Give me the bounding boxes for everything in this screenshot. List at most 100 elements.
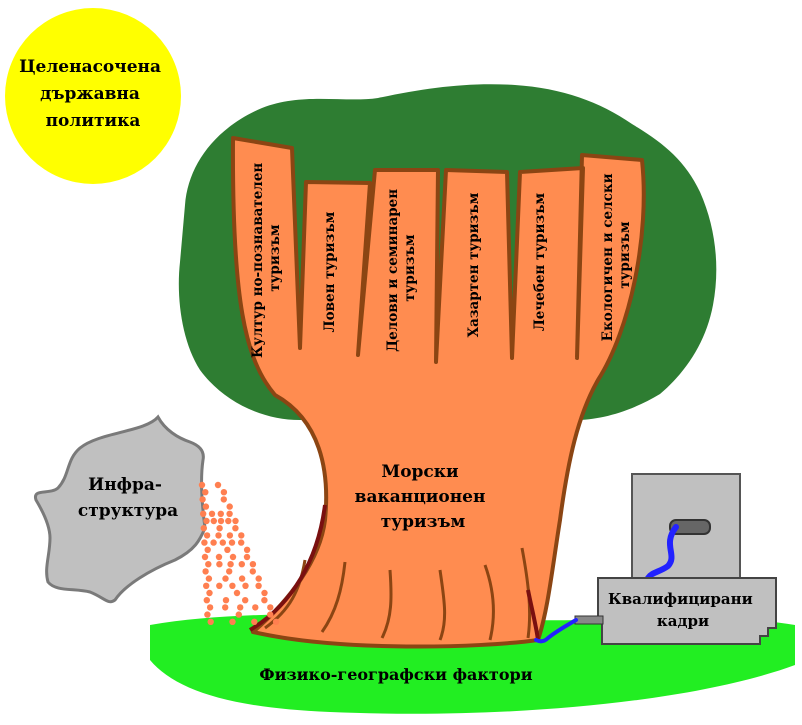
infrastructure-dot	[200, 525, 207, 532]
infrastructure-dot	[255, 575, 262, 582]
infrastructure-dot	[202, 568, 209, 575]
infrastructure-dot	[238, 532, 245, 539]
infrastructure-dot	[202, 489, 209, 496]
svg-text:Делови и семинарен туриз: Делови и семинарен туризъм	[385, 184, 418, 352]
infrastructure-dot	[251, 618, 258, 625]
infrastructure-dot	[201, 553, 209, 561]
svg-text:Ловен туризъм: Ловен туризъм	[322, 211, 338, 332]
infrastructure-dot	[206, 604, 214, 611]
infrastructure-dot	[267, 604, 274, 611]
infrastructure-dot	[229, 553, 237, 561]
infrastructure-dot	[229, 582, 236, 589]
water-stream-pipe	[534, 618, 578, 644]
branch-label-6-line-1: Екологичен и селски	[600, 173, 616, 341]
trunk-root-lines	[264, 547, 532, 641]
infrastructure-dot	[215, 553, 223, 561]
infrastructure-dot	[217, 510, 224, 517]
trunk-label-line-2: ваканционен	[355, 487, 486, 507]
infrastructure-dot	[237, 604, 244, 611]
infrastructure-dot	[216, 582, 223, 589]
svg-text:Инфра- структура: Инфра- структура	[78, 475, 178, 521]
infrastructure-dot	[243, 553, 251, 561]
infrastructure-dot	[238, 575, 246, 582]
infrastructure-dot	[205, 561, 212, 568]
infrastructure-dot	[226, 568, 233, 575]
svg-text:Квалифицирани кадри: Квалифицирани кадри	[608, 590, 758, 630]
infrastructure-dot	[249, 561, 257, 568]
infrastructure-dot	[272, 618, 280, 625]
svg-text:Хазартен туризъм: Хазартен туризъм	[466, 192, 482, 337]
infrastructure-dot	[214, 481, 222, 489]
infrastructure-dot	[210, 517, 217, 525]
infrastructure-dot	[261, 589, 268, 597]
branch-label-4-line-1: Хазартен туризъм	[466, 192, 482, 337]
infrastructure-dot	[205, 575, 213, 582]
infrastructure-dot	[204, 546, 211, 553]
infrastructure-dot	[232, 517, 239, 525]
machine-faucet	[669, 519, 711, 535]
machine-pipe	[574, 615, 604, 625]
infrastructure-dot	[219, 539, 226, 546]
branch-label-1-line-2: туризъм	[267, 224, 283, 291]
sun-label-line-2: държавна	[40, 84, 140, 104]
water-stream-tank	[645, 524, 679, 581]
infrastructure-dot	[243, 546, 251, 553]
infrastructure-dot	[216, 561, 223, 568]
infrastructure-dot	[261, 597, 268, 604]
infrastructure-dot	[203, 597, 210, 604]
infrastructure-dot	[233, 589, 241, 597]
sun-policy	[5, 8, 181, 184]
infrastructure-dot	[208, 510, 216, 517]
infrastructure-dot	[222, 597, 230, 604]
infrastructure-dot	[222, 604, 229, 611]
infrastructure-dot	[238, 561, 245, 568]
machine-body	[597, 577, 777, 645]
infrastructure-dot	[242, 582, 249, 589]
infrastructure-dot	[215, 532, 222, 539]
infrastructure-dot	[200, 510, 207, 517]
machine-label-line-1: Квалифицирани	[608, 590, 753, 608]
infrastructure-dot	[255, 582, 262, 589]
infrastructure-dot	[252, 604, 259, 611]
svg-text:Култур но-познавателен т: Култур но-познавателен туризъм	[250, 158, 283, 358]
infrastructure-dot	[201, 539, 208, 546]
infrastructure-bag	[33, 414, 207, 604]
svg-text:Морски ваканционен тур: Морски ваканционен туризъм	[355, 462, 492, 532]
infrastructure-dot	[229, 618, 236, 625]
infrastructure-dot	[198, 481, 206, 489]
infrastructure-dot	[235, 611, 242, 618]
branch-label-5-line-1: Лечебен туризъм	[532, 193, 548, 332]
branch-labels: Култур но-познавателен туризъм Ловен тур…	[250, 158, 633, 358]
infrastructure-dot	[249, 568, 256, 575]
branch-label-3-line-1: Делови и семинарен	[385, 189, 401, 352]
infrastructure-dot	[226, 503, 233, 510]
infrastructure-dot	[203, 517, 210, 525]
infrastructure-dot	[238, 539, 245, 546]
svg-text:Лечебен туризъм: Лечебен туризъм	[532, 193, 548, 332]
branch-label-2-line-1: Ловен туризъм	[322, 211, 338, 332]
trunk-shadow	[248, 504, 540, 641]
machine-label-line-2: кадри	[657, 612, 709, 630]
infrastructure-dot	[226, 510, 233, 517]
infrastructure-dots	[198, 481, 280, 625]
infrastructure-dot	[228, 539, 236, 546]
infrastructure-dot	[224, 546, 231, 553]
svg-text:Целенасочена държавна: Целенасочена държавна политика	[19, 57, 167, 131]
sun-label-line-1: Целенасочена	[19, 57, 161, 77]
branch-label-3-line-2: туризъм	[402, 234, 418, 301]
infrastructure-dot	[199, 496, 206, 503]
infrastructure-dot	[227, 561, 234, 568]
infrastructure-dot	[203, 532, 211, 539]
bag-label-line-2: структура	[78, 501, 178, 521]
infrastructure-dot	[222, 575, 229, 582]
infrastructure-dot	[220, 496, 227, 503]
infrastructure-dot	[203, 582, 210, 589]
trunk-label-line-3: туризъм	[381, 512, 466, 532]
ground-label: Физико-географски фактори	[259, 665, 532, 684]
infrastructure-dot	[202, 503, 210, 510]
infrastructure-dot	[242, 597, 249, 604]
infrastructure-dot	[204, 611, 211, 618]
tree-trunk	[230, 136, 646, 649]
trunk-label-line-1: Морски	[381, 462, 459, 482]
